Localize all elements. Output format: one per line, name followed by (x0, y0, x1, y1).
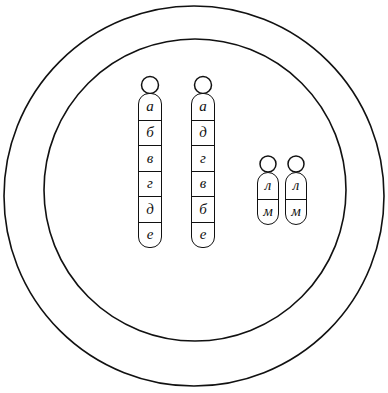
gene-segment: г (192, 145, 214, 171)
gene-label: в (200, 176, 207, 191)
gene-segment: м (258, 199, 278, 225)
gene-label: м (263, 204, 273, 219)
gene-segment: м (286, 199, 306, 225)
centromere (195, 77, 212, 94)
gene-label: г (200, 151, 206, 166)
gene-label: д (199, 125, 207, 140)
centromere (142, 77, 159, 94)
chromosome: лм (285, 172, 307, 225)
gene-label: е (200, 227, 207, 242)
centromere (260, 156, 276, 172)
gene-label: е (147, 227, 154, 242)
centromere (288, 156, 304, 172)
gene-segment: е (139, 222, 161, 248)
gene-segment: б (192, 196, 214, 222)
chromosome: адгвбе (191, 93, 215, 248)
gene-label: в (147, 151, 154, 166)
gene-label: а (199, 99, 207, 114)
gene-segment: а (139, 94, 161, 120)
gene-label: м (291, 204, 301, 219)
chromosome: абвгде (138, 93, 162, 248)
chromosome: лм (257, 172, 279, 225)
gene-label: л (265, 178, 272, 193)
gene-segment: в (139, 145, 161, 171)
gene-label: л (293, 178, 300, 193)
gene-segment: б (139, 120, 161, 146)
nucleus-envelope (44, 39, 346, 341)
gene-segment: е (192, 222, 214, 248)
gene-label: б (146, 125, 154, 140)
gene-segment: а (192, 94, 214, 120)
cell-membrane (4, 6, 384, 386)
gene-label: б (199, 202, 207, 217)
gene-label: г (147, 176, 153, 191)
gene-label: а (146, 99, 154, 114)
gene-segment: в (192, 171, 214, 197)
gene-segment: д (139, 196, 161, 222)
gene-segment: л (258, 173, 278, 199)
gene-segment: л (286, 173, 306, 199)
gene-segment: д (192, 120, 214, 146)
gene-segment: г (139, 171, 161, 197)
gene-label: д (146, 202, 154, 217)
